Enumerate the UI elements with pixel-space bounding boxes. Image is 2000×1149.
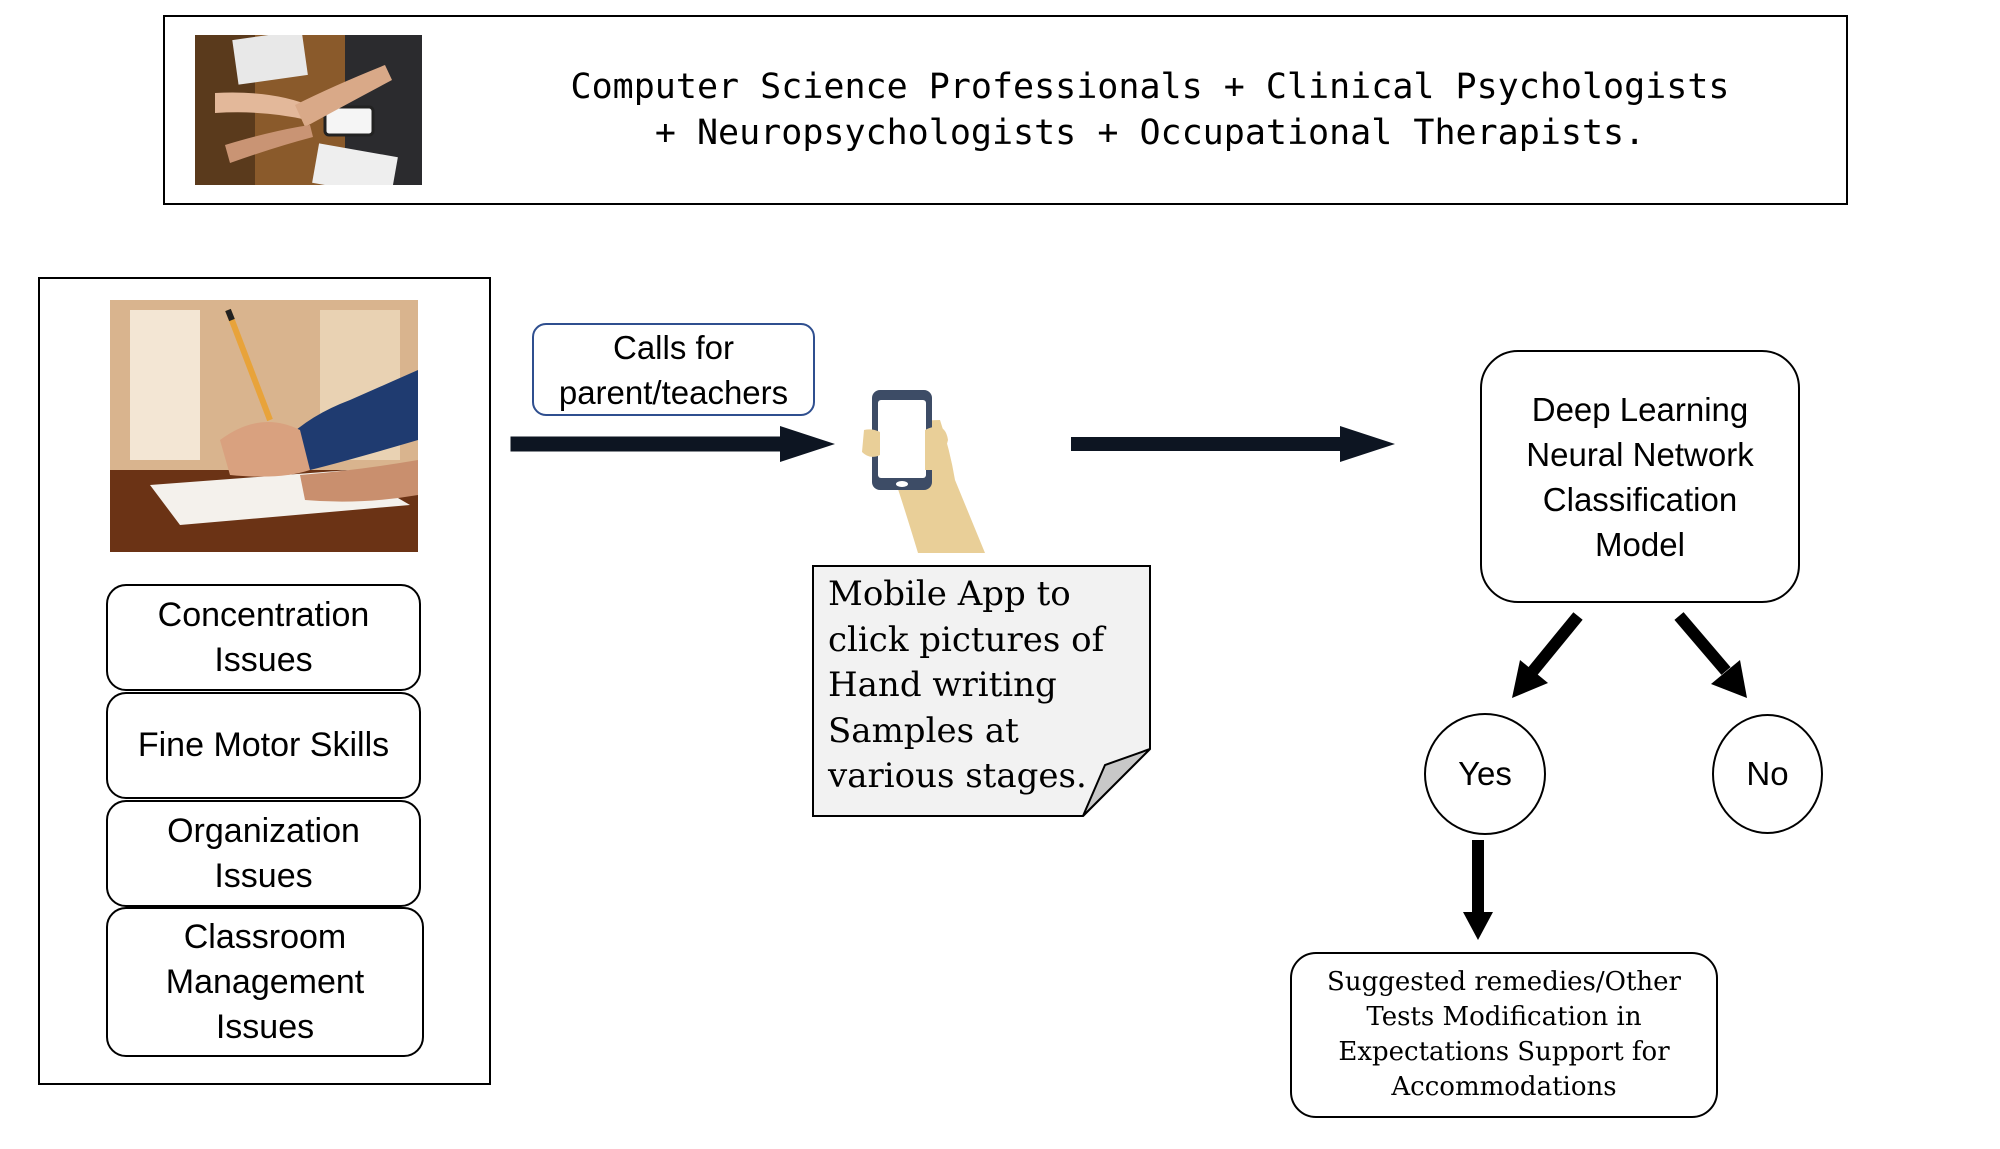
model-line: Deep Learning [1531,390,1749,428]
remedy-line: Expectations Support for [1338,1037,1670,1067]
deep-learning-model-box: Deep Learning Neural Network Classificat… [1480,350,1800,603]
remedy-line: Tests Modification in [1366,1002,1642,1032]
remedy-line: Suggested remedies/Other [1327,967,1681,997]
app-note-line: various stages. [828,756,1087,796]
team-handshake-photo [195,35,422,185]
student-issues-panel [38,277,491,1085]
arrow-to-no [1674,612,1747,698]
app-note-line: Samples at [828,710,1019,751]
remedy-line: Accommodations [1391,1072,1617,1102]
team-disciplines-text: Computer Science Professionals + Clinica… [520,55,1780,165]
mobile-app-note: Mobile App to click pictures of Hand wri… [828,572,1118,807]
yes-label: Yes [1458,755,1512,792]
arrow-to-yes [1512,612,1583,698]
model-line: Neural Network [1526,435,1754,473]
issue-organization-line1: Organization [167,811,360,850]
team-line-2: + Neuropsychologists + Occupational Ther… [654,113,1646,153]
calls-for-parent-teachers-box: Calls for parent/teachers [532,323,815,416]
arrow-to-remedies [1463,840,1493,940]
app-note-line: click pictures of [828,619,1105,660]
issue-classroom-line2: Management [165,962,365,1001]
model-line: Classification [1542,480,1738,518]
calls-line2: parent/teachers [558,373,789,411]
model-line: Model [1595,525,1685,563]
no-label: No [1746,755,1789,792]
issue-concentration-line1: Concentration [157,595,370,634]
app-note-line: Hand writing [828,665,1057,705]
handwriting-photo [110,300,418,552]
issue-organization-line2: Issues [214,856,313,895]
arrow-to-model [1071,426,1395,462]
team-line-1: Computer Science Professionals + Clinica… [570,67,1730,107]
issue-classroom-management: Classroom Management Issues [106,907,424,1057]
issue-classroom-line3: Issues [215,1007,315,1046]
mobile-app-note-shape [812,565,1151,817]
issue-fine-motor-line1: Fine Motor Skills [137,726,390,764]
hand-phone-icon [862,390,985,553]
issue-classroom-line1: Classroom [183,917,347,956]
issue-fine-motor: Fine Motor Skills [106,692,421,799]
arrow-to-phone [510,426,835,462]
issue-organization: Organization Issues [106,800,421,907]
issue-concentration-line2: Issues [214,640,313,679]
team-header-box [163,15,1848,205]
no-node: No [1712,714,1823,834]
calls-line1: Calls for [612,328,735,366]
yes-node: Yes [1424,713,1546,835]
suggested-remedies-box: Suggested remedies/Other Tests Modificat… [1290,952,1718,1118]
issue-concentration: Concentration Issues [106,584,421,691]
app-note-line: Mobile App to [828,574,1071,614]
